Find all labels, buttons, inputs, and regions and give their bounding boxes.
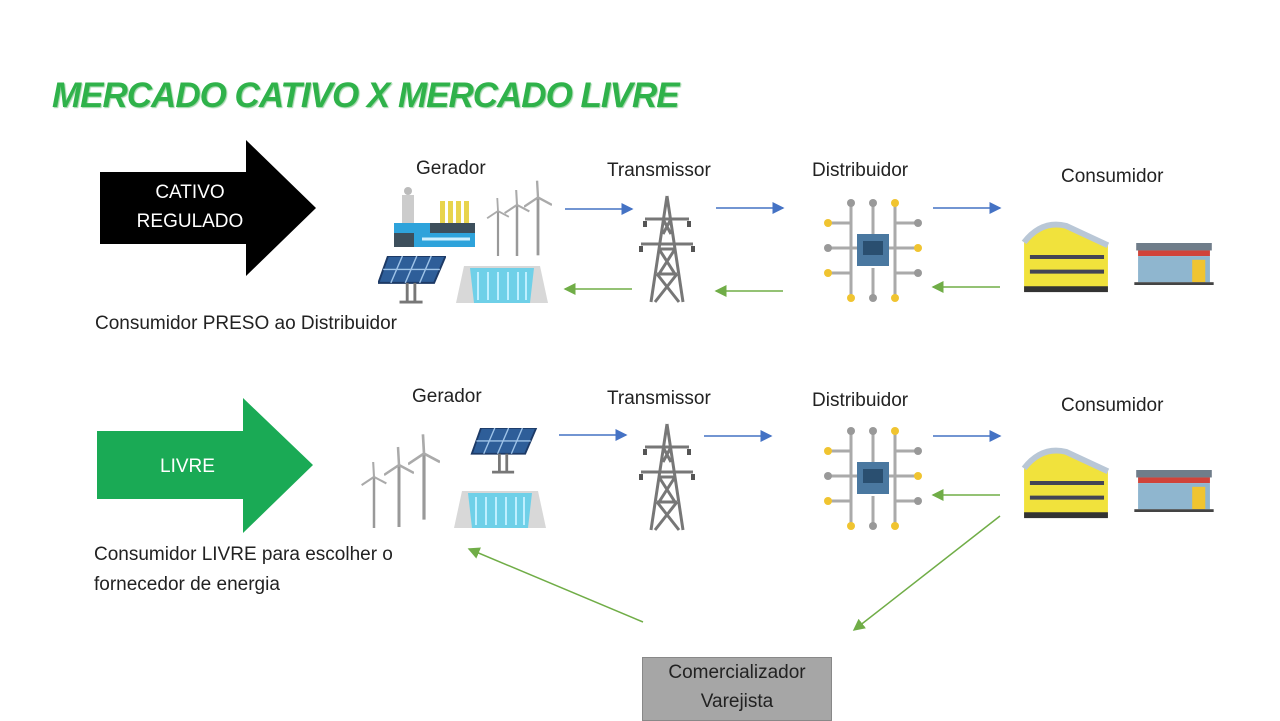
comercializador-varejista-box: Comercializador Varejista [642, 657, 832, 721]
comercializador-to-gerador-arrow [467, 547, 644, 623]
livre-transmissor-label: Transmissor [607, 388, 711, 409]
comercializador-label: Comercializador [668, 662, 806, 683]
regulado-label: REGULADO [136, 211, 244, 232]
cativo-transmissor-label: Transmissor [607, 160, 711, 181]
livre-arrow-label: LIVRE [160, 456, 215, 477]
cativo-caption: Consumidor PRESO ao Distribuidor [95, 313, 398, 334]
cativo-distribuidor-label: Distribuidor [812, 160, 909, 181]
cativo-label: CATIVO [155, 182, 225, 203]
cativo-gerador-label: Gerador [416, 158, 486, 179]
varejista-label: Varejista [700, 691, 774, 712]
livre-caption-line2: fornecedor de energia [94, 574, 280, 595]
consumidor-to-comercializador-arrow [852, 515, 1001, 631]
livre-arrow-shape [97, 398, 313, 533]
cativo-arrow-shape [100, 140, 316, 276]
slide-title: MERCADO CATIVO X MERCADO LIVRE [52, 76, 680, 115]
livre-consumidor-label: Consumidor [1061, 395, 1164, 416]
livre-distribuidor-label: Distribuidor [812, 390, 909, 411]
cativo-consumidor-label: Consumidor [1061, 166, 1164, 187]
cativo-arrow-label: CATIVO REGULADO [110, 178, 270, 236]
livre-caption: Consumidor LIVRE para escolher o fornece… [94, 540, 393, 600]
livre-caption-line1: Consumidor LIVRE para escolher o [94, 544, 393, 565]
livre-gerador-label: Gerador [412, 386, 482, 407]
